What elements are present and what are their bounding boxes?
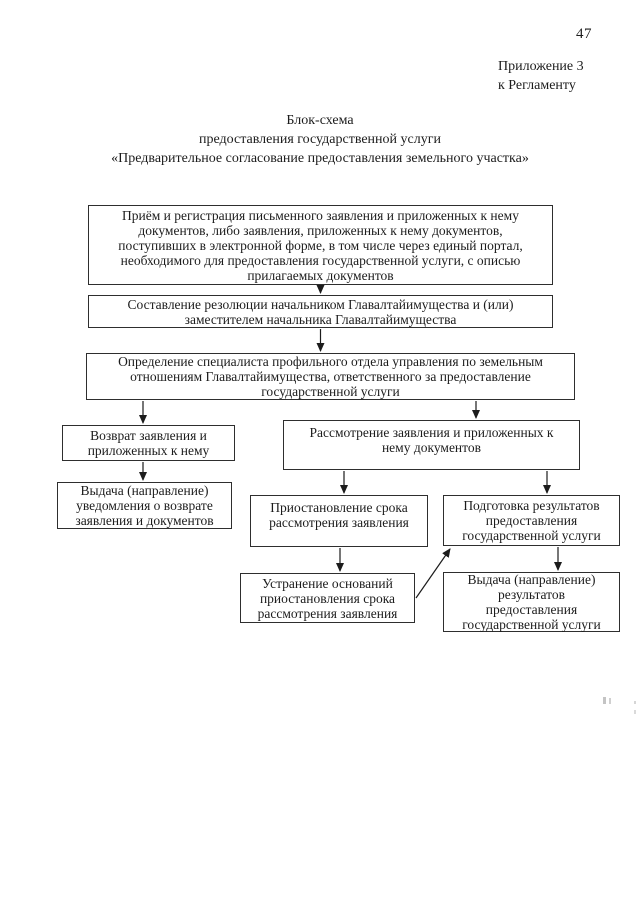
node-label: Приостановление срока рассмотрения заявл… (269, 500, 409, 530)
scan-artifact (603, 697, 606, 704)
flowchart-node-resolution: Составление резолюции начальником Главал… (88, 295, 553, 328)
flowchart-node-grounds-elimination: Устранение оснований приостановления сро… (240, 573, 415, 623)
scan-artifact (634, 710, 636, 714)
node-label: Определение специалиста профильного отде… (118, 354, 543, 399)
node-label: Рассмотрение заявления и приложенных к н… (309, 425, 554, 455)
node-label: Подготовка результатов предоставления го… (462, 498, 601, 543)
node-label: Выдача (направление) уведомления о возвр… (75, 483, 214, 528)
page-number: 47 (576, 26, 592, 42)
scan-artifact (634, 701, 636, 704)
scan-artifact (609, 698, 611, 704)
node-label: Составление резолюции начальником Главал… (127, 296, 514, 327)
page-title: Блок-схема предоставления государственно… (111, 113, 529, 166)
node-label: Устранение оснований приостановления сро… (257, 575, 398, 621)
flowchart-node-specialist-assignment: Определение специалиста профильного отде… (86, 353, 575, 400)
appendix-note: Приложение 3 к Регламенту (498, 59, 584, 93)
flowchart-node-results-preparation: Подготовка результатов предоставления го… (443, 495, 620, 546)
flowchart-node-results-issuance: Выдача (направление) результатов предост… (443, 572, 620, 632)
flowchart-node-return-application: Возврат заявления и приложенных к нему (62, 425, 235, 461)
node-label: Возврат заявления и приложенных к нему (87, 428, 210, 458)
flowchart-node-reception: Приём и регистрация письменного заявлени… (88, 205, 553, 285)
flowchart-node-return-notice: Выдача (направление) уведомления о возвр… (57, 482, 232, 529)
flowchart-node-review-application: Рассмотрение заявления и приложенных к н… (283, 420, 580, 470)
flowchart-node-suspension: Приостановление срока рассмотрения заявл… (250, 495, 428, 547)
node-label: Выдача (направление) результатов предост… (462, 572, 601, 632)
node-label: Приём и регистрация письменного заявлени… (118, 207, 523, 283)
